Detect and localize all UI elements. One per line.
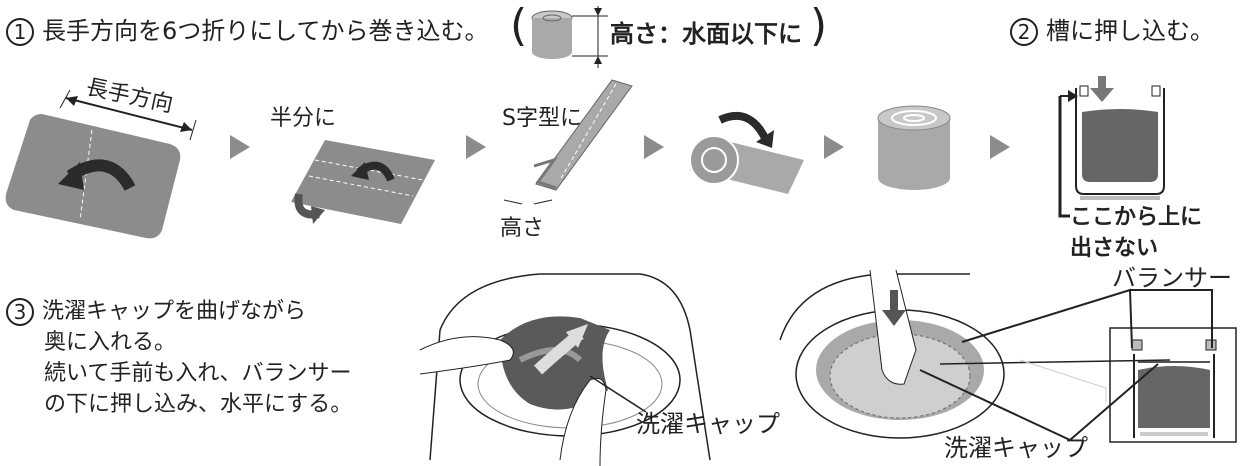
washer-cap-installed-illustration xyxy=(779,269,1005,439)
step1-heading: 1 長手方向を6つ折りにしてから巻き込む。 xyxy=(6,18,489,46)
step3-text-1: 洗濯キャップを曲げながら xyxy=(42,299,307,324)
step2-heading: 2 槽に押し込む。 xyxy=(1010,18,1214,46)
arrow-2-icon xyxy=(466,135,486,159)
bracket-close: ) xyxy=(810,0,828,51)
towel-rolling-illustration xyxy=(689,112,804,194)
arrow-3-icon xyxy=(644,135,664,159)
tub-cross-section-illustration xyxy=(1058,76,1165,218)
label-cap-1-leader xyxy=(589,375,647,413)
label-balancer: バランサー xyxy=(1112,264,1232,292)
label-cap-1: 洗濯キャップ xyxy=(636,410,780,438)
step3-instructions: 3 洗濯キャップを曲げながら 奥に入れる。 続いて手前も入れ、バランサー の下に押… xyxy=(6,296,352,420)
towel-half-illustration xyxy=(291,140,435,224)
towel-flat-illustration xyxy=(5,89,197,239)
label-half: 半分に xyxy=(270,106,337,131)
step3-line-4: の下に押し込み、水平にする。 xyxy=(44,392,353,417)
step2-note: ここから上に 出さない xyxy=(1070,202,1202,264)
height-note: 高さ：水面以下に xyxy=(610,20,802,48)
arrow-5-icon xyxy=(990,135,1010,159)
step3-number: 3 xyxy=(6,298,34,326)
step1-number: 1 xyxy=(6,18,34,46)
washer-cap-insertion-illustration xyxy=(419,273,711,466)
step2-instruction: 槽に押し込む。 xyxy=(1046,17,1214,45)
step3-line-1: 3 洗濯キャップを曲げながら xyxy=(6,296,352,327)
label-cap-2: 洗濯キャップ xyxy=(944,434,1088,462)
step1-instruction: 長手方向を6つ折りにしてから巻き込む。 xyxy=(42,17,489,45)
bracket-open: ( xyxy=(510,0,528,51)
towel-roll-illustration xyxy=(877,105,951,190)
label-height: 高さ xyxy=(500,216,545,241)
note-line-1: ここから上に xyxy=(1070,205,1203,230)
arrow-1-icon xyxy=(230,135,250,159)
step3-line-3: 続いて手前も入れ、バランサー xyxy=(44,361,352,386)
note-line-2: 出さない xyxy=(1070,236,1159,261)
step2-number: 2 xyxy=(1010,18,1038,46)
roll-height-icon xyxy=(531,6,608,68)
arrow-4-icon xyxy=(824,135,844,159)
label-s-shape: S字型に xyxy=(502,106,582,131)
balancer-leader-lines xyxy=(919,288,1213,441)
step3-line-2: 奥に入れる。 xyxy=(44,330,177,355)
towel-s-fold-illustration xyxy=(503,79,633,205)
balancer-inset-illustration xyxy=(1109,327,1237,443)
